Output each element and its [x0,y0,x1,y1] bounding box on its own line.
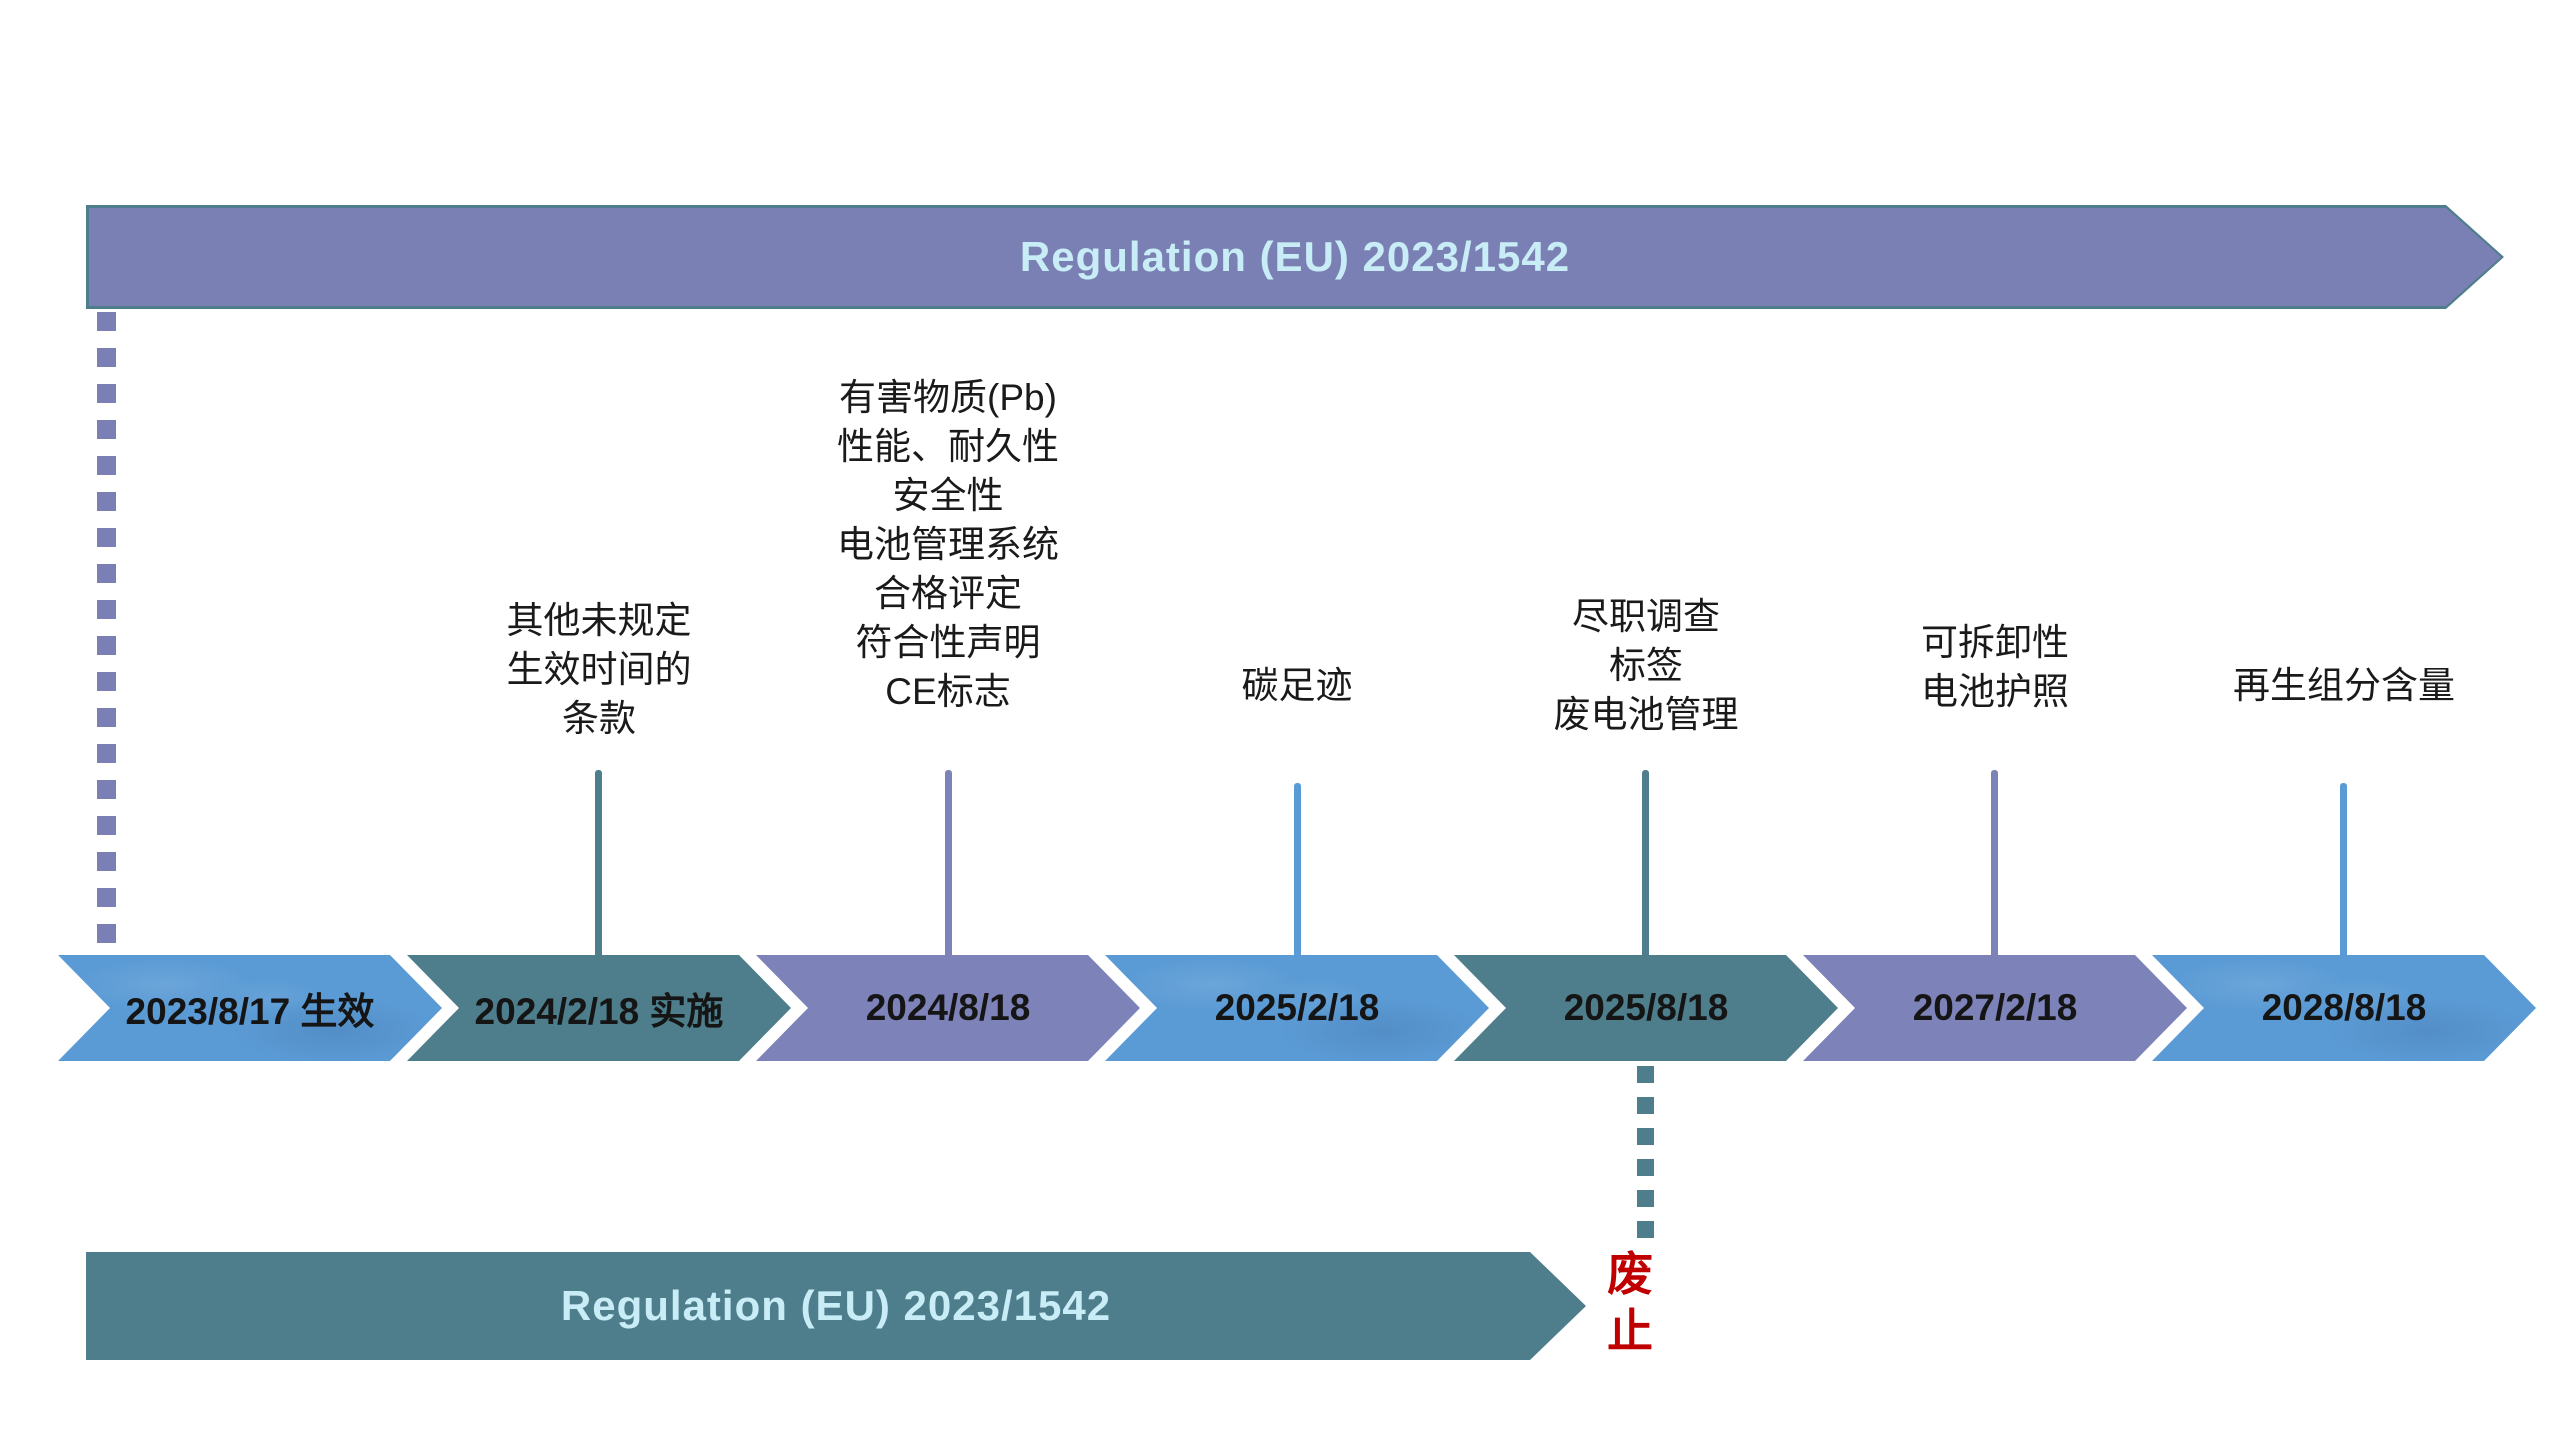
milestone-date: 2025/2/18 [1214,987,1380,1028]
connector-line-2028-8-18 [2340,783,2347,958]
timeline-chevron-2025-2-18: 2025/2/18 [1105,955,1489,1061]
label-line: 性能、耐久性 [837,426,1059,467]
bottom-regulation-banner: Regulation (EU) 2023/1542 [86,1252,1586,1360]
top-regulation-banner: Regulation (EU) 2023/1542 [86,205,2504,309]
label-recycled-content: 再生组分含量 [2233,661,2455,710]
top-regulation-banner-label: Regulation (EU) 2023/1542 [1019,233,1571,280]
milestone-date: 2028/8/18 [2261,987,2427,1028]
label-other-provisions: 其他未规定 生效时间的 条款 [507,596,692,743]
connector-line-2024-2-18 [595,770,602,958]
label-line: 电池管理系统 [837,524,1059,565]
milestone-date: 2027/2/18 [1912,987,2078,1028]
label-line: 合格评定 [874,573,1022,614]
label-line: CE标志 [885,671,1011,712]
effective-date-dotted-line [97,312,116,960]
milestone-date: 2024/2/18 实施 [474,991,724,1032]
label-line: 条款 [562,698,636,739]
repeal-dashed-line [1637,1066,1654,1238]
top-regulation-banner-body: Regulation (EU) 2023/1542 [89,208,2501,306]
label-hazardous-substances: 有害物质(Pb) 性能、耐久性 安全性 电池管理系统 合格评定 符合性声明 CE… [837,373,1059,716]
milestone-date: 2025/8/18 [1563,987,1729,1028]
timeline-chevron-application: 2024/2/18 实施 [407,955,791,1061]
label-carbon-footprint: 碳足迹 [1242,661,1353,710]
label-line: 有害物质(Pb) [839,377,1057,418]
timeline-chevron-2027-2-18: 2027/2/18 [1803,955,2187,1061]
timeline-chevron-2024-8-18: 2024/8/18 [756,955,1140,1061]
connector-line-2025-8-18 [1642,770,1649,958]
label-line: 符合性声明 [855,622,1041,663]
connector-line-2025-2-18 [1294,783,1301,958]
label-line: 其他未规定 [506,600,692,641]
milestone-date: 2024/8/18 [865,987,1031,1028]
milestone-date: 2023/8/17 生效 [125,991,375,1032]
label-line: 再生组分含量 [2233,665,2455,706]
timeline-chevron-2028-8-18: 2028/8/18 [2152,955,2536,1061]
repeal-label: 废止 [1607,1248,1653,1357]
label-line: 标签 [1609,645,1683,686]
timeline-chevron-2025-8-18: 2025/8/18 [1454,955,1838,1061]
label-due-diligence: 尽职调查 标签 废电池管理 [1554,592,1739,739]
label-line: 可拆卸性 [1921,622,2069,663]
label-line: 生效时间的 [506,649,692,690]
label-line: 电池护照 [1921,671,2069,712]
bottom-regulation-banner-label: Regulation (EU) 2023/1542 [560,1282,1112,1329]
label-removability-passport: 可拆卸性 电池护照 [1921,618,2069,716]
connector-line-2027-2-18 [1991,770,1998,958]
connector-line-2024-8-18 [945,770,952,958]
label-line: 安全性 [892,475,1004,516]
timeline-chevron-entry-into-force: 2023/8/17 生效 [58,955,442,1061]
label-line: 尽职调查 [1572,596,1720,637]
label-line: 废电池管理 [1553,694,1739,735]
label-line: 碳足迹 [1241,665,1353,706]
